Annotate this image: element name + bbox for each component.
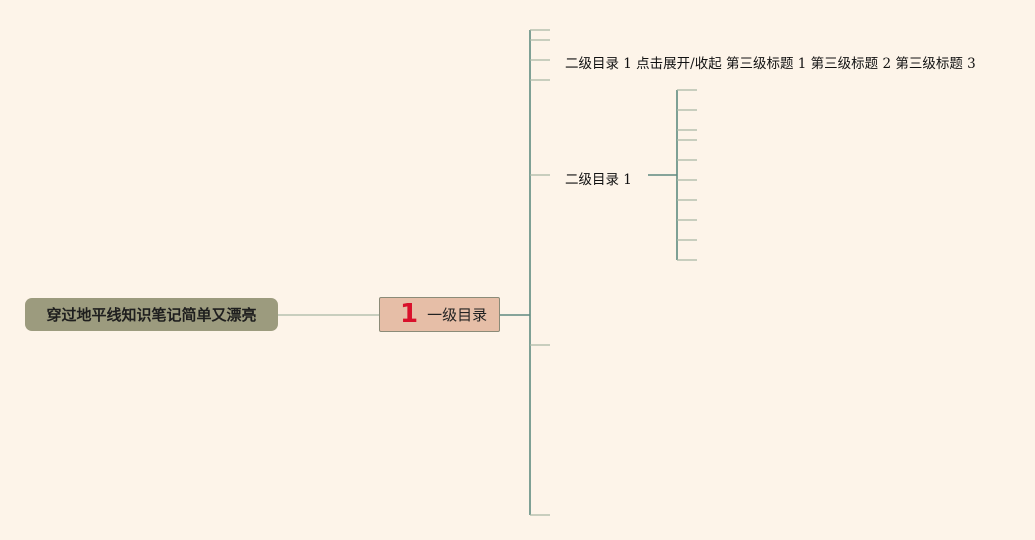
level2-topic-expand-collapse[interactable]: 二级目录 1 点击展开/收起 第三级标题 1 第三级标题 2 第三级标题 3: [565, 56, 976, 72]
root-topic-label: 穿过地平线知识笔记简单又漂亮: [46, 306, 257, 324]
root-topic-node[interactable]: 穿过地平线知识笔记简单又漂亮: [25, 298, 278, 331]
level1-topic-label: 一级目录: [427, 306, 488, 324]
level2-sub-branches: [677, 89, 697, 261]
trunk-branches: [530, 29, 550, 516]
level1-number-badge: 1: [400, 298, 419, 329]
level1-topic-node[interactable]: 1 一级目录: [379, 297, 500, 332]
level2-topic[interactable]: 二级目录 1: [565, 172, 632, 188]
